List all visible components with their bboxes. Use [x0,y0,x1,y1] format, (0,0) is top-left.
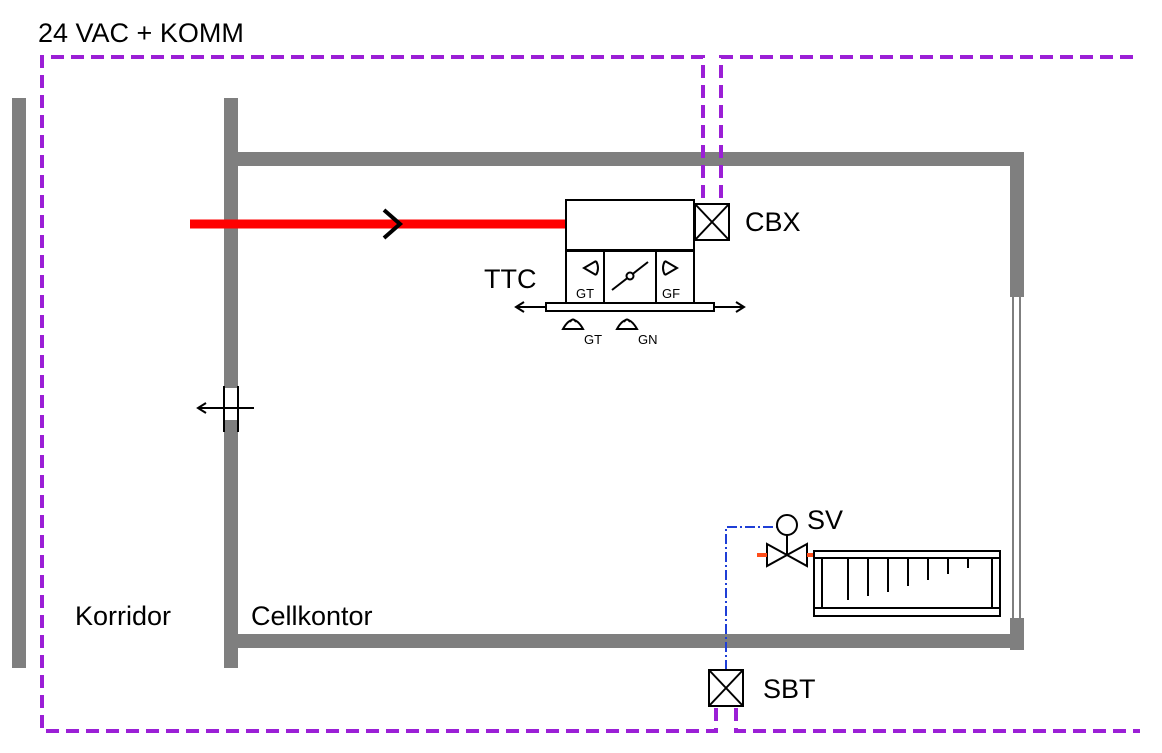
ttc-label: TTC [484,264,536,294]
sensor-gt-inner-icon [582,260,599,276]
damper-icon [611,261,649,291]
sensor-gn-label: GN [638,332,658,347]
transfer-arrow-icon [196,402,207,414]
bus-run-bottom-right [734,708,1140,733]
control-wire [725,526,777,670]
sv-label: SV [807,505,843,535]
ttc-unit [514,199,746,330]
cbx-box [694,203,730,241]
flow-direction-arrow [382,208,404,240]
sensor-gt-room-icon [561,318,585,330]
sensor-gf-label: GF [662,286,680,301]
ttc-body [565,199,695,251]
office-right-wall-upper [1010,152,1024,297]
corridor-outer-wall [12,98,26,668]
cellkontor-label: Cellkontor [251,601,373,631]
korridor-label: Korridor [75,601,171,631]
diagram-title: 24 VAC + KOMM [38,18,244,48]
office-bottom-wall [224,634,1024,648]
ttc-diffuser-plate [545,302,715,312]
outlet-arrow-right-icon [735,301,746,313]
sensor-gt-inner-label: GT [576,286,594,301]
sv-valve [766,514,808,568]
cbx-label: CBX [745,207,801,237]
bus-run-top-right [719,55,1140,198]
outlet-arrow-left-icon [514,301,525,313]
office-top-wall [224,152,1024,166]
corridor-inner-wall-upper [224,98,238,388]
walls [12,98,1024,668]
sbt-box [708,669,744,707]
radiator [813,550,1001,617]
supply-air-duct [190,208,566,240]
window [1012,297,1021,618]
valve-actuator-icon [776,514,798,536]
sbt-label: SBT [763,674,816,704]
corridor-inner-wall-lower [224,420,238,668]
sensor-gf-icon [662,260,679,276]
sensor-gn-icon [615,318,639,330]
transfer-air-device [196,386,254,432]
sensor-gt-room-label: GT [584,332,602,347]
valve-body-left [766,542,790,568]
valve-body-right [784,542,808,568]
